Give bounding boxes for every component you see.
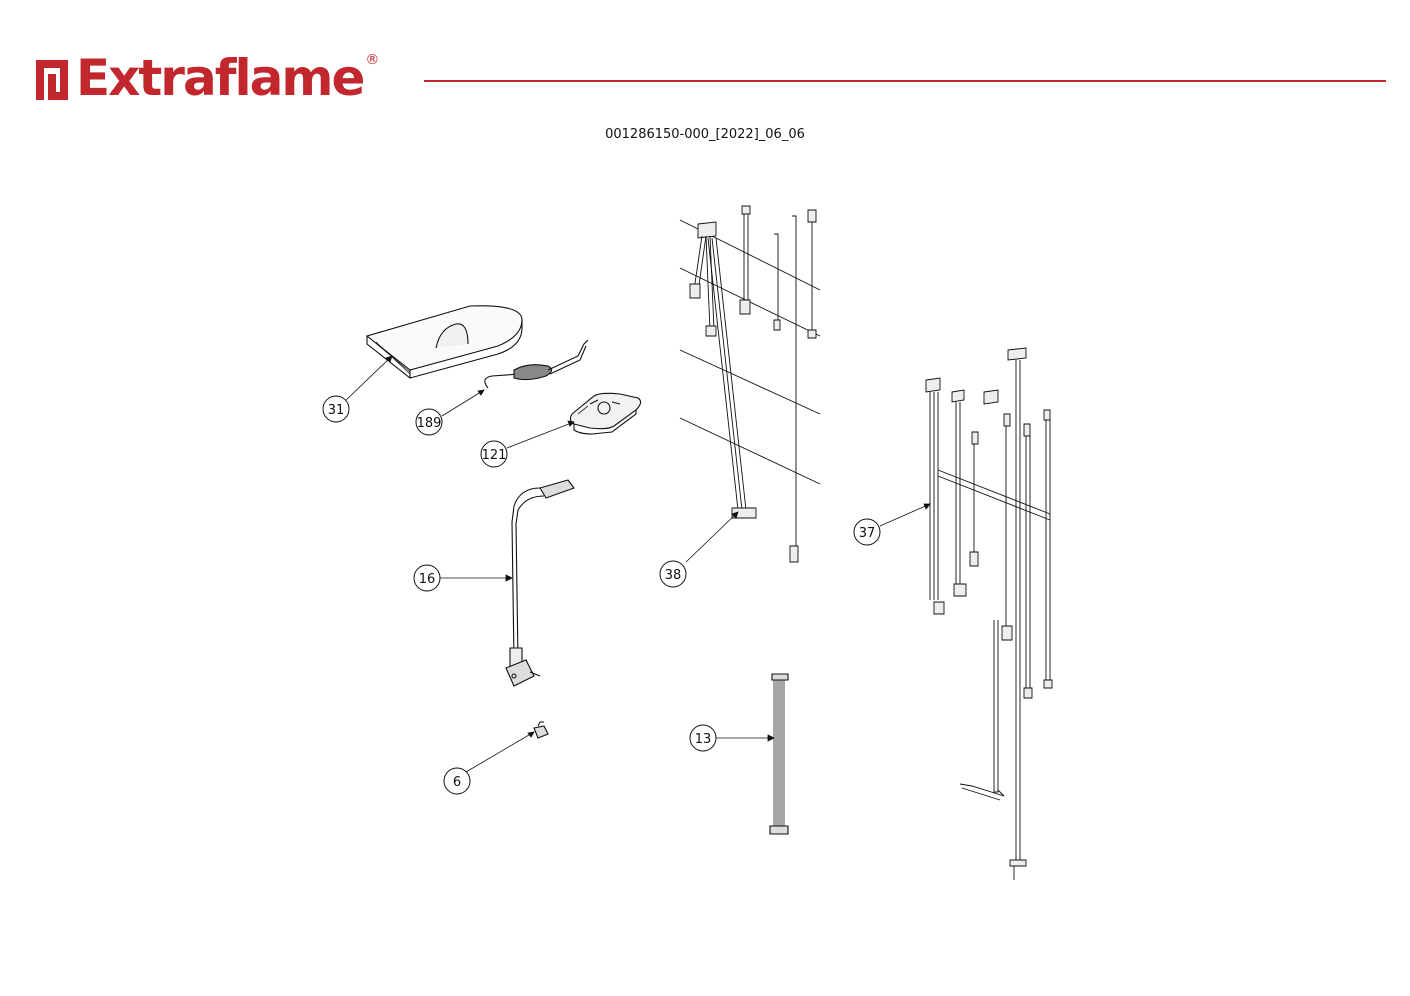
callout-6-label: 6 [453, 775, 461, 790]
callout-189-label: 189 [417, 416, 442, 431]
callout-13-label: 13 [695, 732, 712, 747]
callout-leaders [343, 355, 931, 773]
brand-logo: Extraflame ® [34, 48, 379, 108]
callout-37-label: 37 [859, 526, 876, 541]
callout-31: 31 [322, 395, 350, 423]
brand-wordmark: Extraflame [76, 49, 365, 107]
callout-121: 121 [480, 440, 508, 468]
wiring-harness-right-part [925, 347, 1053, 880]
registered-mark: ® [365, 52, 380, 68]
callout-13: 13 [689, 724, 717, 752]
small-connector-part [533, 721, 549, 739]
flat-cable-part [769, 673, 789, 835]
callout-16-label: 16 [419, 572, 436, 587]
callout-16: 16 [413, 564, 441, 592]
callout-37: 37 [853, 518, 881, 546]
header-rule [424, 80, 1386, 82]
probe-cable-part [484, 339, 589, 389]
cover-panel-part [365, 305, 523, 380]
wiring-harness-left-part [679, 205, 821, 563]
callout-31-label: 31 [328, 403, 345, 418]
flame-logo-icon [36, 60, 68, 100]
document-code: 001286150-000_[2022]_06_06 [605, 127, 805, 142]
callout-121-label: 121 [482, 448, 507, 463]
power-cord-part [505, 479, 575, 687]
callout-38: 38 [659, 560, 687, 588]
callout-38-label: 38 [665, 568, 682, 583]
callout-6: 6 [443, 767, 471, 795]
callout-189: 189 [415, 408, 443, 436]
remote-control-part [569, 392, 642, 435]
header: Extraflame ® [0, 0, 1410, 120]
